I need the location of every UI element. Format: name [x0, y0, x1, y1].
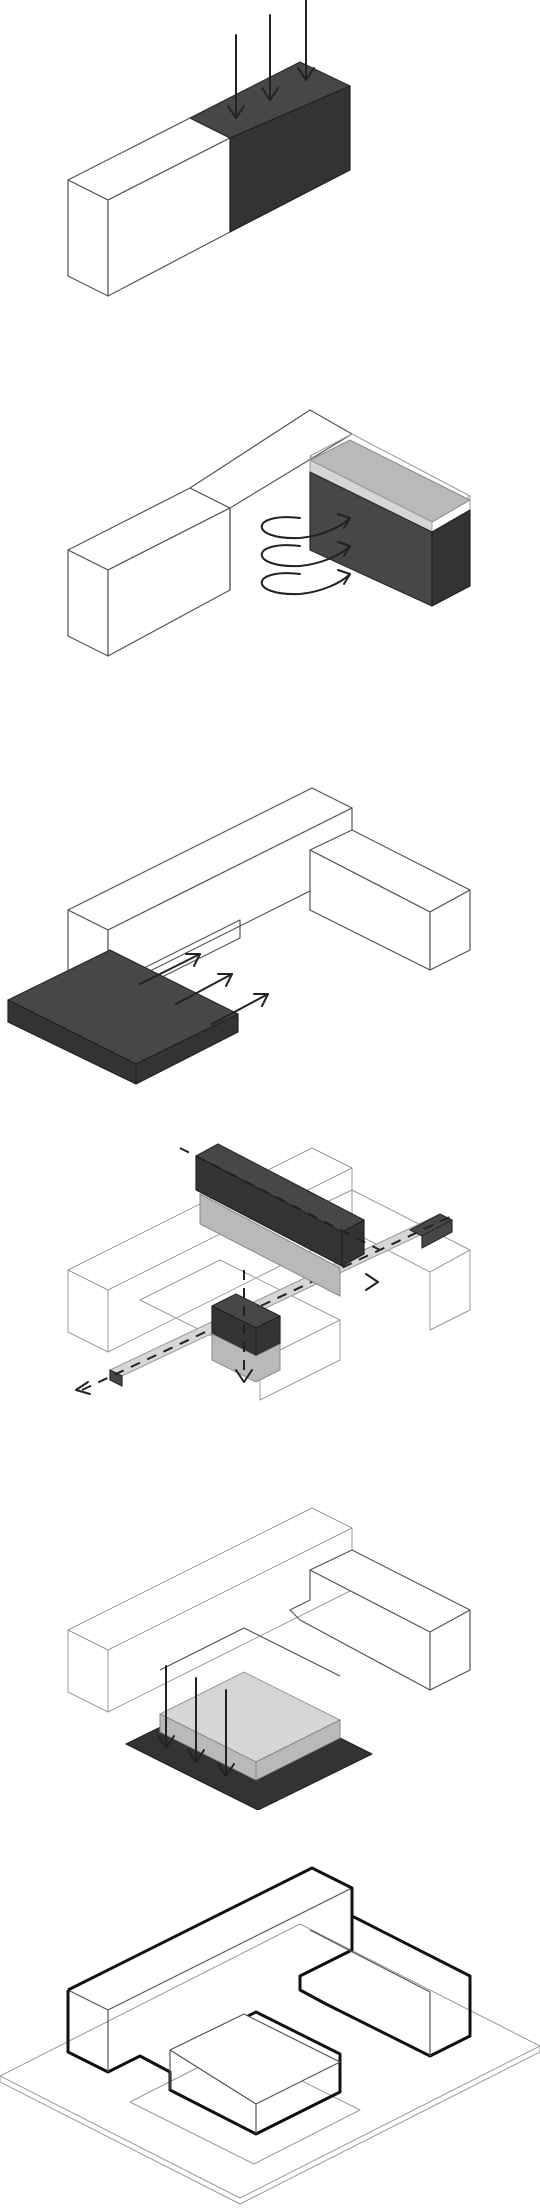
step-2-drawing: [67, 409, 472, 657]
down-arrows: [227, 0, 315, 119]
step-1-drawing: [67, 0, 351, 297]
step-3-push-out: [0, 760, 540, 1120]
site-plate: [0, 1923, 540, 2199]
wing-side: [429, 889, 471, 971]
step-5-sink-base: [0, 1480, 540, 1810]
final-courtyard-volume: [169, 2013, 341, 2105]
box-end-left: [67, 179, 109, 297]
final-outline: [67, 1866, 472, 2058]
slab-side: [135, 1013, 239, 1085]
axis-dash-2: [179, 1147, 381, 1251]
slide-arrows: [75, 1273, 379, 1395]
rotated-block-side: [431, 509, 471, 607]
step-1-press-down: [0, 0, 540, 310]
step-2-rotate: [0, 400, 540, 670]
step-4-slide-through: [0, 1120, 540, 1410]
step-4-drawing: [67, 1143, 471, 1401]
axis-dash-1: [81, 1215, 453, 1391]
step-5-drawing: [67, 1507, 471, 1810]
push-arrows: [139, 953, 269, 1025]
sink-arrows: [157, 1665, 235, 1777]
wing-top: [309, 1549, 471, 1633]
rotate-arrows: [260, 513, 351, 596]
cross-bar-side: [341, 1219, 365, 1267]
final-bar-top: [67, 1867, 353, 2011]
step-6-final-massing: [0, 1840, 540, 2210]
step-6-drawing: [0, 1866, 540, 2205]
step-3-drawing: [7, 787, 471, 1085]
dark-block-front: [229, 85, 351, 233]
